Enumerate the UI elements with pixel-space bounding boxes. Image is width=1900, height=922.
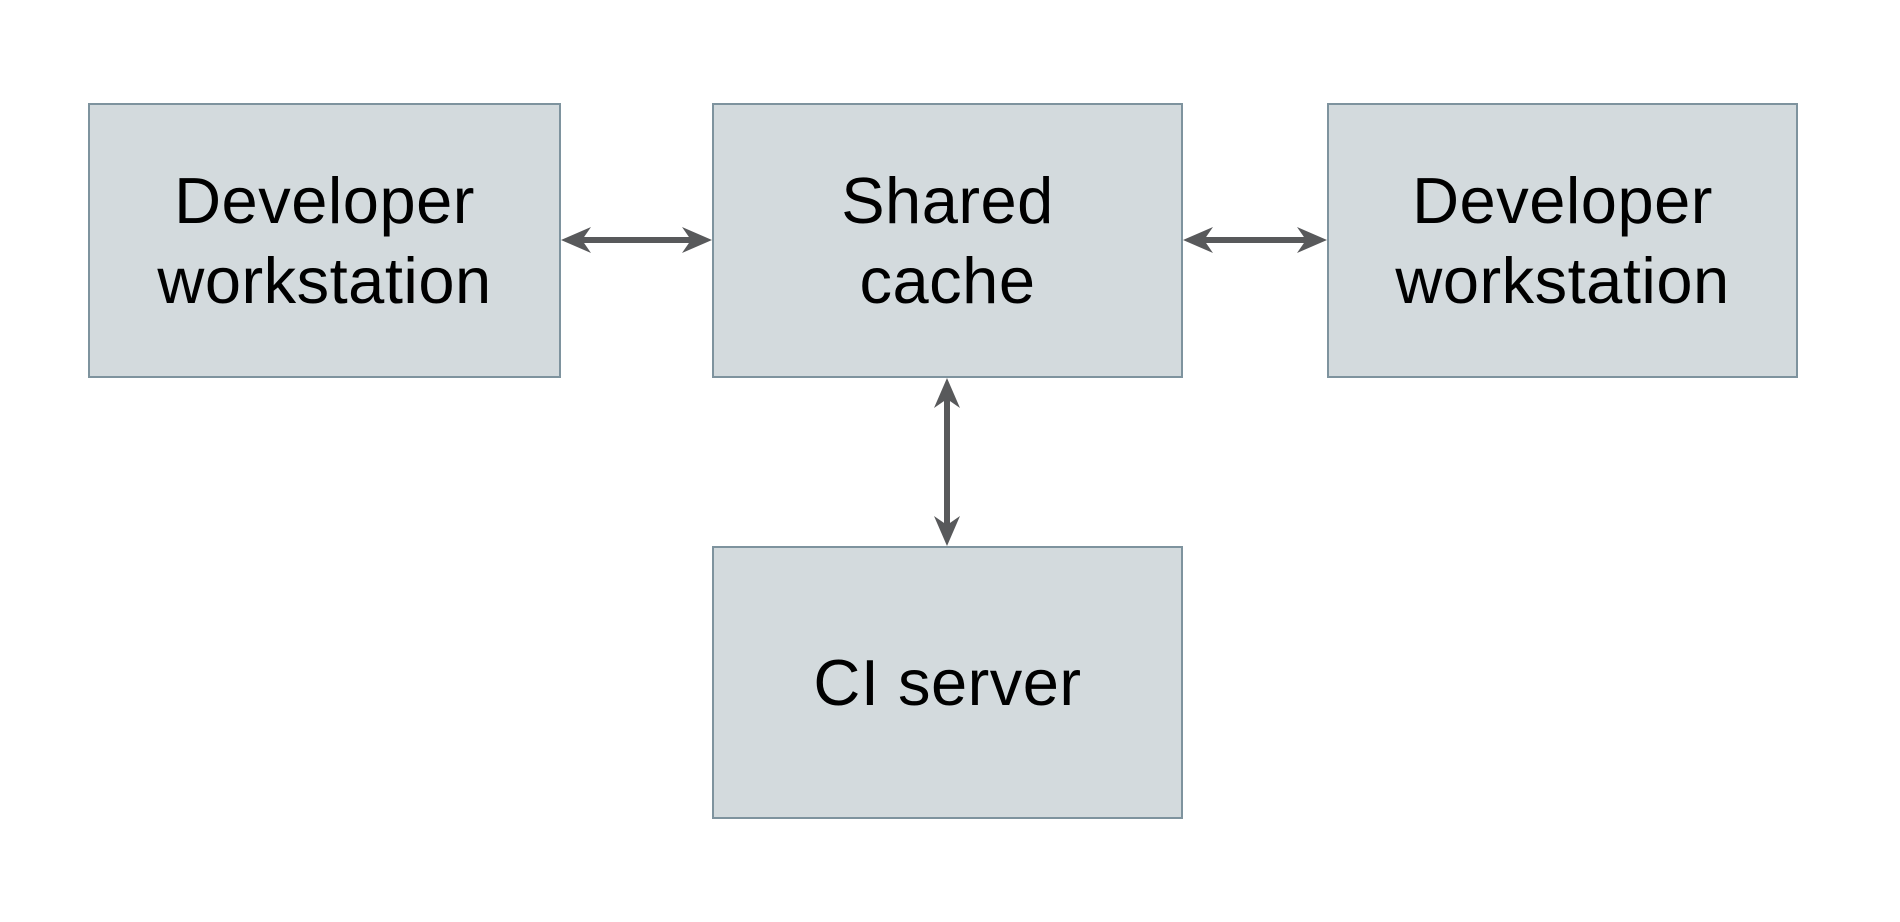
node-label-shared-cache: Shared cache xyxy=(841,163,1054,317)
node-label-developer-workstation-right: Developer workstation xyxy=(1395,163,1730,317)
bidirectional-arrow-devleft-sharedcache xyxy=(561,227,712,253)
bidirectional-arrow-sharedcache-ciserver xyxy=(934,378,960,546)
node-ci-server: CI server xyxy=(712,546,1183,819)
node-shared-cache: Shared cache xyxy=(712,103,1183,378)
node-label-ci-server: CI server xyxy=(813,645,1082,719)
node-label-developer-workstation-left: Developer workstation xyxy=(157,163,492,317)
node-developer-workstation-left: Developer workstation xyxy=(88,103,561,378)
bidirectional-arrow-sharedcache-devright xyxy=(1183,227,1327,253)
node-developer-workstation-right: Developer workstation xyxy=(1327,103,1798,378)
